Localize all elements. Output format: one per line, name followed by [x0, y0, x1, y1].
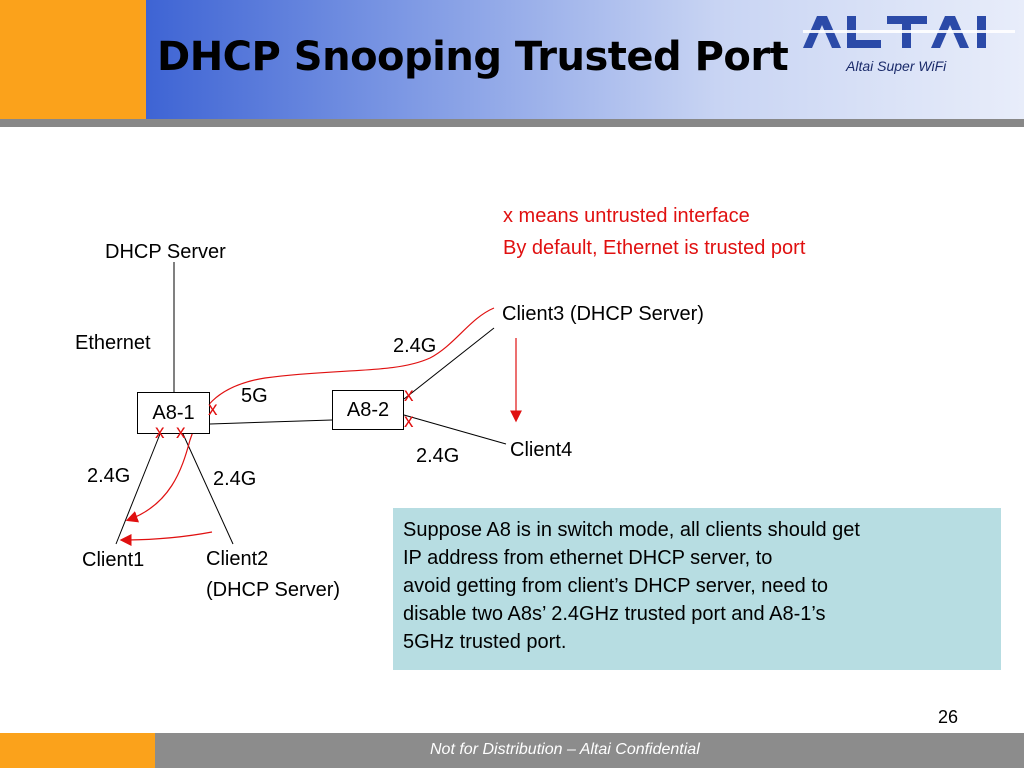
client3-label: Client3 (DHCP Server): [502, 303, 704, 325]
a8-1-label: A8-1: [152, 402, 195, 424]
link-a81-client2-label: 2.4G: [213, 468, 257, 490]
legend-default: By default, Ethernet is trusted port: [503, 237, 806, 259]
untrusted-mark-a81-5g: x: [208, 399, 218, 420]
link-5g-label: 5G: [241, 385, 268, 407]
a8-1-node: A8-1: [137, 392, 210, 434]
link-a82-client4: [403, 414, 507, 445]
link-a81-client1: [115, 433, 161, 545]
header-divider: [0, 119, 1024, 127]
note-line: IP address from ethernet DHCP server, to: [403, 547, 773, 569]
altai-logo: [803, 16, 1015, 48]
slide-title: DHCP Snooping Trusted Port: [157, 34, 789, 80]
footer-confidential-text: Not for Distribution – Altai Confidentia…: [430, 741, 700, 758]
link-a82-client3-label: 2.4G: [393, 335, 437, 357]
a8-2-node: A8-2: [332, 390, 404, 430]
link-a82-client3: [403, 327, 495, 400]
untrusted-mark-a81-client1: x: [155, 422, 165, 443]
client2-label: Client2: [206, 548, 269, 570]
client1-label: Client1: [82, 549, 145, 571]
untrusted-mark-a81-client2: x: [176, 422, 186, 443]
footer-orange-block: [0, 733, 155, 768]
untrusted-mark-a82-client3: x: [404, 385, 414, 406]
dhcp-path-client3: [125, 307, 495, 523]
note-line: avoid getting from client’s DHCP server,…: [403, 575, 829, 597]
untrusted-mark-a82-client4: x: [404, 411, 414, 432]
a8-2-label: A8-2: [346, 399, 390, 421]
logo-tagline: Altai Super WiFi: [846, 58, 947, 74]
page-number: 26: [938, 707, 959, 727]
note-line: Suppose A8 is in switch mode, all client…: [403, 519, 860, 541]
link-a81-client1-label: 2.4G: [87, 465, 131, 487]
client4-label: Client4: [510, 439, 573, 461]
header-banner: [146, 0, 1024, 119]
link-a82-client4-label: 2.4G: [416, 445, 460, 467]
client2-role-label: (DHCP Server): [206, 579, 341, 601]
link-5g: [209, 419, 333, 425]
explanation-note: Suppose A8 is in switch mode, all client…: [393, 508, 1001, 670]
ethernet-label: Ethernet: [75, 332, 151, 354]
note-line: disable two A8s’ 2.4GHz trusted port and…: [403, 603, 826, 625]
link-a81-client2: [182, 433, 234, 545]
footer-bar: [155, 733, 1024, 768]
dhcp-server-label: DHCP Server: [105, 241, 226, 263]
dhcp-path-client2: [119, 531, 213, 546]
note-line: 5GHz trusted port.: [403, 631, 567, 653]
legend-untrusted: x means untrusted interface: [503, 205, 750, 227]
header-orange-block: [0, 0, 146, 119]
